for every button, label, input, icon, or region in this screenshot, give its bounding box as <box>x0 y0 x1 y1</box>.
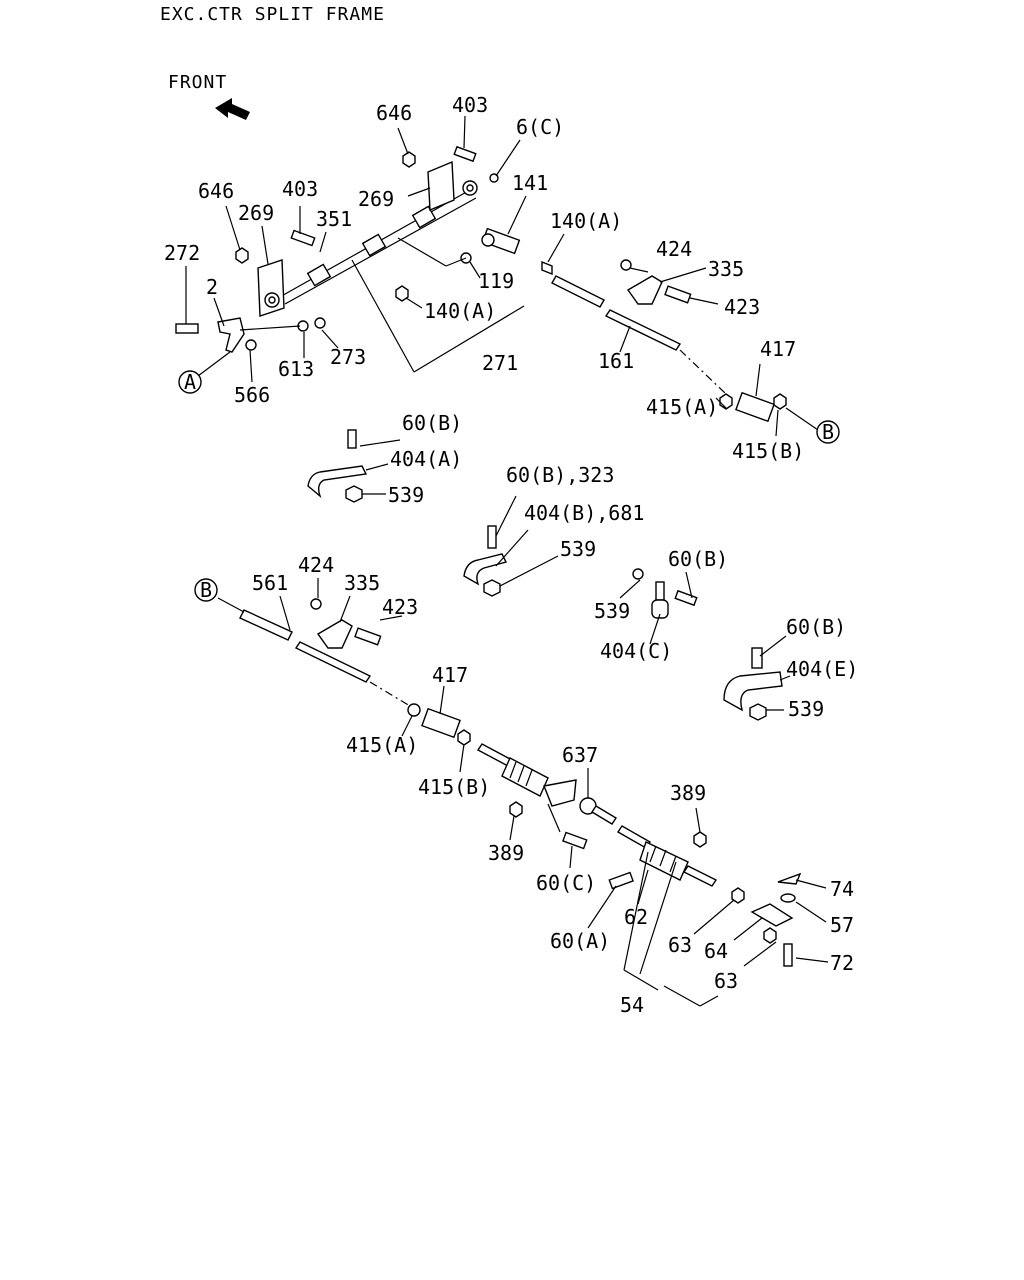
label-539: 539 <box>560 537 596 561</box>
callout-a: A <box>178 370 202 394</box>
label-415b: 415(B) <box>732 439 804 463</box>
label-269: 269 <box>238 201 274 225</box>
lever-2 <box>217 317 245 353</box>
rod-axis-lower <box>369 681 411 707</box>
label-423: 423 <box>382 595 418 619</box>
label-62: 62 <box>624 905 648 929</box>
callout-b-lower-label: B <box>200 578 212 602</box>
cable-54 <box>476 743 718 887</box>
label-63: 63 <box>668 933 692 957</box>
label-415b: 415(B) <box>418 775 490 799</box>
ball-joint-141 <box>481 227 521 255</box>
rod-561 <box>239 609 372 683</box>
part-labels: 646 403 6(C) 141 646 403 269 269 351 272… <box>164 93 858 1017</box>
callout-b-upper: B <box>816 420 840 444</box>
nut-415a-lower <box>407 703 421 717</box>
label-57: 57 <box>830 913 854 937</box>
label-403: 403 <box>452 93 488 117</box>
bolt-423-lower <box>354 627 382 646</box>
label-269: 269 <box>358 187 394 211</box>
callout-b-lower: B <box>194 578 218 602</box>
diagram-title: EXC.CTR SPLIT FRAME <box>160 4 385 25</box>
label-2: 2 <box>206 275 218 299</box>
label-404b-681: 404(B),681 <box>524 501 644 525</box>
label-389: 389 <box>488 841 524 865</box>
label-423: 423 <box>724 295 760 319</box>
bracket-269-left <box>257 259 285 317</box>
label-424: 424 <box>298 553 334 577</box>
label-54: 54 <box>620 993 644 1017</box>
label-6c: 6(C) <box>516 115 564 139</box>
bracket-335-upper <box>626 275 663 305</box>
label-141: 141 <box>512 171 548 195</box>
label-273: 273 <box>330 345 366 369</box>
fasteners-lower <box>509 801 802 967</box>
label-60b: 60(B) <box>668 547 728 571</box>
nut-415b-lower <box>457 729 471 746</box>
callout-b-upper-label: B <box>822 420 834 444</box>
label-415a: 415(A) <box>646 395 718 419</box>
label-417: 417 <box>760 337 796 361</box>
label-646: 646 <box>376 101 412 125</box>
label-63: 63 <box>714 969 738 993</box>
label-539: 539 <box>594 599 630 623</box>
clip-404a <box>307 429 368 503</box>
label-272: 272 <box>164 241 200 265</box>
label-60b-323: 60(B),323 <box>506 463 614 487</box>
label-646: 646 <box>198 179 234 203</box>
nut-415a-upper <box>719 393 733 410</box>
label-140a: 140(A) <box>550 209 622 233</box>
label-637: 637 <box>562 743 598 767</box>
clip-404c <box>632 568 698 619</box>
label-403: 403 <box>282 177 318 201</box>
sleeve-417-upper <box>735 391 775 423</box>
clip-404b <box>463 525 508 597</box>
label-60b: 60(B) <box>786 615 846 639</box>
label-60a: 60(A) <box>550 929 610 953</box>
label-335: 335 <box>344 571 380 595</box>
label-389: 389 <box>670 781 706 805</box>
label-561: 561 <box>252 571 288 595</box>
label-60c: 60(C) <box>536 871 596 895</box>
leader-lines <box>185 115 829 1007</box>
label-351: 351 <box>316 207 352 231</box>
label-404a: 404(A) <box>390 447 462 471</box>
rod-axis-upper <box>679 349 727 395</box>
label-72: 72 <box>830 951 854 975</box>
bolt-423-upper <box>664 285 692 304</box>
label-140a: 140(A) <box>424 299 496 323</box>
label-60b: 60(B) <box>402 411 462 435</box>
label-417: 417 <box>432 663 468 687</box>
callout-a-label: A <box>184 370 196 394</box>
fasteners-upper <box>175 145 499 351</box>
label-64: 64 <box>704 939 728 963</box>
bracket-269-right <box>427 160 478 212</box>
rod-161 <box>541 260 682 351</box>
label-539: 539 <box>788 697 824 721</box>
clip-404e <box>723 647 783 721</box>
label-415a: 415(A) <box>346 733 418 757</box>
label-335: 335 <box>708 257 744 281</box>
label-566: 566 <box>234 383 270 407</box>
label-74: 74 <box>830 877 854 901</box>
front-arrow-icon <box>215 98 250 120</box>
label-271: 271 <box>482 351 518 375</box>
label-404c: 404(C) <box>600 639 672 663</box>
front-label: FRONT <box>168 72 228 93</box>
label-424: 424 <box>656 237 692 261</box>
label-119: 119 <box>478 269 514 293</box>
label-404e: 404(E) <box>786 657 858 681</box>
label-613: 613 <box>278 357 314 381</box>
cross-shaft <box>277 189 477 305</box>
nut-424-lower <box>310 598 322 610</box>
label-161: 161 <box>598 349 634 373</box>
label-539: 539 <box>388 483 424 507</box>
sleeve-417-lower <box>421 707 461 739</box>
nut-415b-upper <box>773 393 787 410</box>
bracket-335-lower <box>316 619 353 649</box>
nut-424-upper <box>620 259 632 271</box>
